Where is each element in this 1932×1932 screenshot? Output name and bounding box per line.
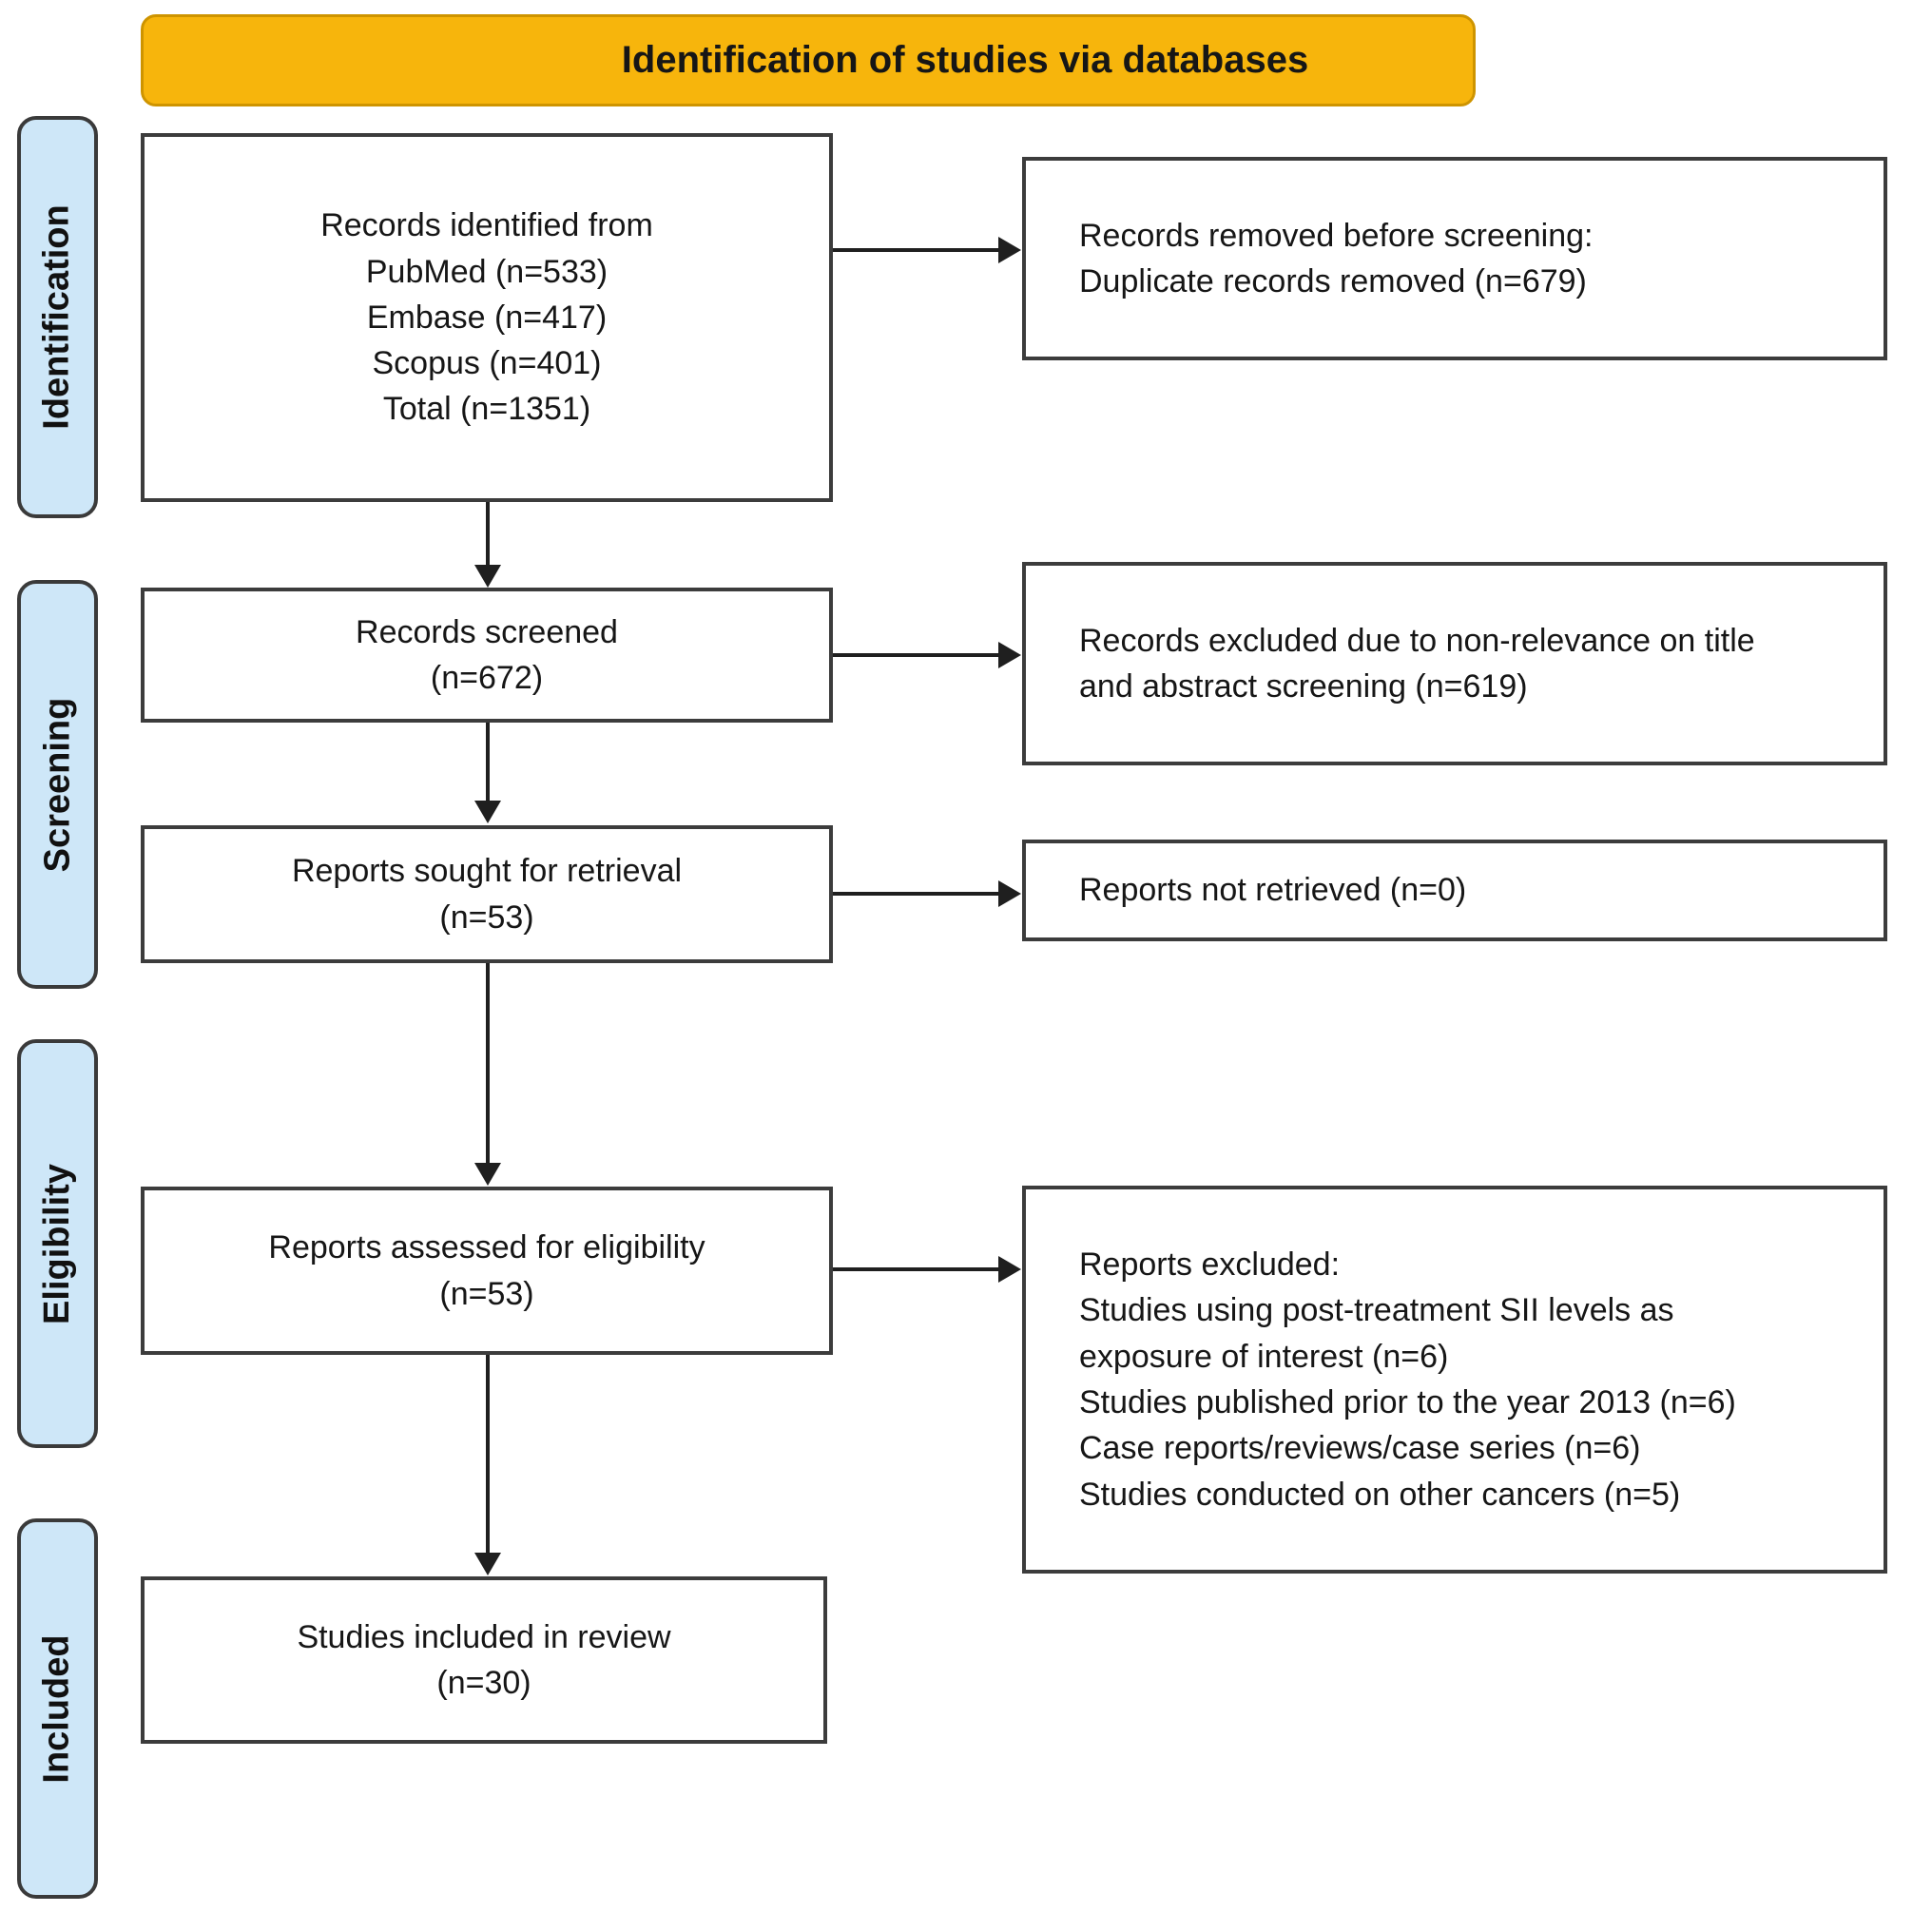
records-excluded-text: Records excluded due to non-relevance on… xyxy=(1079,622,1755,705)
text-line: (n=53) xyxy=(439,1275,534,1312)
stage-included-label: Included xyxy=(37,1633,78,1784)
arrow-sought-to-assessed-line xyxy=(486,963,490,1165)
text-line: Reports excluded: xyxy=(1079,1246,1341,1284)
arrow-identified-to-removed-head xyxy=(998,237,1021,263)
text-line: Records identified from xyxy=(320,207,653,244)
stage-included: Included xyxy=(17,1518,98,1899)
stage-eligibility-label: Eligibility xyxy=(37,1163,77,1324)
text-line: Studies included in review xyxy=(297,1618,671,1655)
arrow-assessed-to-excluded-line xyxy=(833,1267,1000,1271)
text-line: Embase (n=417) xyxy=(366,299,608,336)
diagram-title-banner: Identification of studies via databases xyxy=(141,14,1476,106)
stage-identification: Identification xyxy=(17,116,98,518)
text-line: Studies published prior to the year 2013… xyxy=(1079,1384,1736,1420)
arrow-identified-to-screened-head xyxy=(474,565,501,588)
stage-identification-label: Identification xyxy=(37,204,78,430)
box-reports-assessed: Reports assessed for eligibility (n=53) xyxy=(141,1187,833,1355)
text-line: Duplicate records removed (n=679) xyxy=(1079,263,1587,299)
arrow-screened-to-sought-head xyxy=(474,801,501,823)
text-line: PubMed (n=533) xyxy=(365,253,609,290)
arrow-assessed-to-excluded-head xyxy=(998,1256,1021,1283)
arrow-screened-to-excluded-line xyxy=(833,653,1000,657)
box-records-screened: Records screened (n=672) xyxy=(141,588,833,723)
stage-eligibility: Eligibility xyxy=(17,1039,98,1448)
text-line: Total (n=1351) xyxy=(382,391,591,428)
arrow-sought-to-notretrieved-line xyxy=(833,892,1000,896)
box-reports-excluded: Reports excluded: Studies using post-trea… xyxy=(1022,1186,1887,1574)
text-line: Reports assessed for eligibility xyxy=(268,1229,705,1266)
text-line: Studies using post-treatment SII levels … xyxy=(1079,1292,1674,1375)
text-line: Case reports/reviews/case series (n=6) xyxy=(1079,1430,1641,1467)
box-reports-sought: Reports sought for retrieval (n=53) xyxy=(141,825,833,963)
reports-not-retrieved-text: Reports not retrieved (n=0) xyxy=(1079,872,1467,909)
box-reports-not-retrieved: Reports not retrieved (n=0) xyxy=(1022,840,1887,941)
text-line: Records screened xyxy=(356,613,618,650)
text-line: (n=30) xyxy=(436,1665,531,1701)
text-line: Studies conducted on other cancers (n=5) xyxy=(1079,1476,1681,1513)
arrow-identified-to-screened-line xyxy=(486,502,490,567)
arrow-identified-to-removed-line xyxy=(833,248,1000,252)
arrow-sought-to-notretrieved-head xyxy=(998,880,1021,907)
box-records-excluded-screening: Records excluded due to non-relevance on… xyxy=(1022,562,1887,765)
text-line: (n=672) xyxy=(430,660,544,696)
arrow-sought-to-assessed-head xyxy=(474,1163,501,1186)
text-line: (n=53) xyxy=(439,898,534,936)
box-records-removed: Records removed before screening: Duplica… xyxy=(1022,157,1887,360)
arrow-screened-to-sought-line xyxy=(486,723,490,802)
diagram-title: Identification of studies via databases xyxy=(621,39,1309,81)
text-line: Reports sought for retrieval xyxy=(291,853,683,890)
text-line: Scopus (n=401) xyxy=(372,345,602,382)
text-line: Records removed before screening: xyxy=(1079,217,1594,254)
box-studies-included: Studies included in review (n=30) xyxy=(141,1576,827,1744)
stage-screening: Screening xyxy=(17,580,98,989)
arrow-screened-to-excluded-head xyxy=(998,642,1021,668)
arrow-assessed-to-included-line xyxy=(486,1355,490,1555)
stage-screening-label: Screening xyxy=(37,697,78,872)
arrow-assessed-to-included-head xyxy=(474,1553,501,1575)
